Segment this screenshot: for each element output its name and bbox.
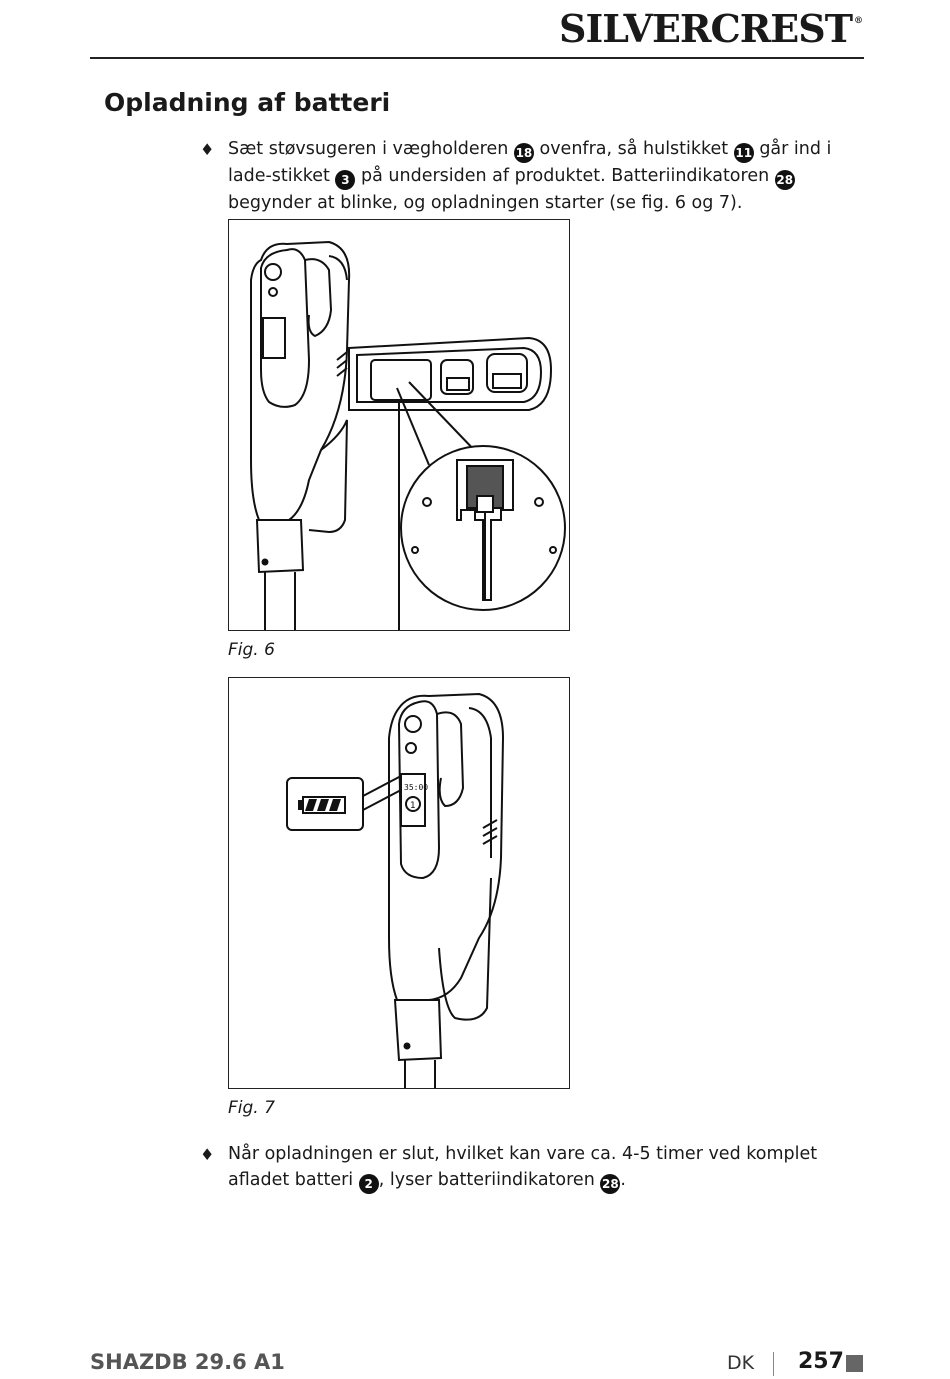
figure-7-caption: Fig. 7 [228, 1098, 275, 1118]
ref-badge: 28 [600, 1174, 621, 1194]
bullet-icon: ♦ [200, 1145, 215, 1164]
paragraph-charge-complete: Når opladningen er slut, hvilket kan var… [228, 1141, 853, 1194]
bullet-icon: ♦ [200, 140, 215, 159]
brand-logo: SILVERCREST® [559, 6, 863, 51]
page-marker-square [846, 1355, 863, 1372]
footer-model: SHAZDB 29.6 A1 [90, 1350, 285, 1374]
figure-6-caption: Fig. 6 [228, 640, 275, 660]
ref-badge: 2 [358, 1174, 379, 1194]
footer-separator [773, 1352, 774, 1376]
footer-language: DK [727, 1352, 755, 1374]
ref-badge: 18 [513, 143, 534, 163]
figure-6 [228, 219, 570, 631]
ref-badge: 3 [335, 170, 356, 190]
figure-7: 35:00 1 [228, 677, 570, 1089]
vacuum-battery-indicator-illustration: 35:00 1 [286, 692, 505, 1088]
vacuum-wall-mount-illustration [250, 240, 566, 630]
display-digit: 1 [410, 801, 416, 811]
ref-badge: 28 [774, 170, 795, 190]
ref-badge: 11 [733, 143, 754, 163]
paragraph-charging: Sæt støvsugeren i vægholderen 18 ovenfra… [228, 139, 832, 213]
display-time: 35:00 [404, 783, 428, 792]
section-title: Opladning af batteri [104, 88, 391, 117]
page-number: 257 [798, 1349, 844, 1374]
header-rule [90, 57, 864, 59]
